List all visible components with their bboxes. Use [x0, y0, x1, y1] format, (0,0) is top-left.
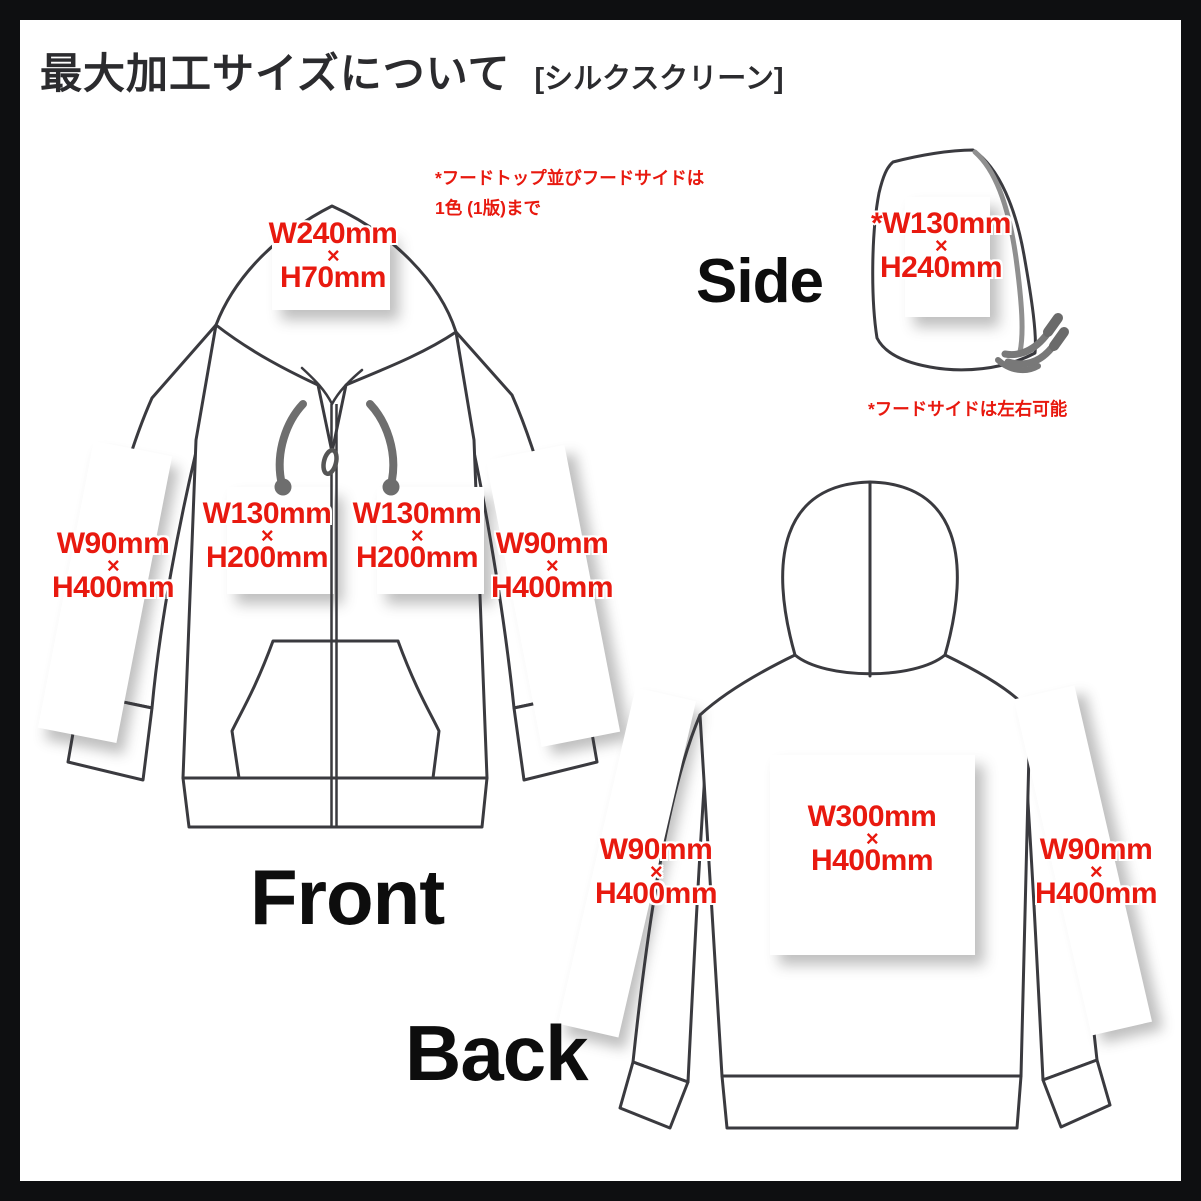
- side-hood-cord-aglets: [1043, 313, 1069, 351]
- side-hood-cord-channel: [972, 149, 1025, 355]
- size-label-back-left-sleeve: W90mm × H400mm: [594, 833, 718, 910]
- back-view-label: Back: [405, 1009, 588, 1097]
- front-collar-detail: [300, 366, 364, 406]
- size-width: W130mm: [352, 497, 482, 530]
- print-area-box-front-right-chest: [377, 487, 484, 594]
- hood-print-note-line1: *フードトップ並びフードサイドは: [435, 168, 705, 188]
- border-frame-top: [0, 0, 1201, 20]
- hood-print-note-line2: 1色 (1版)まで: [435, 198, 541, 218]
- size-height: H240mm: [879, 251, 1003, 284]
- header: 最大加工サイズについて [シルクスクリーン]: [40, 40, 783, 101]
- times-sign: ×: [649, 859, 663, 884]
- size-label-back-body: W300mm × H400mm: [807, 800, 937, 877]
- print-area-box-side-hood: [905, 197, 990, 317]
- border-frame-left: [0, 0, 20, 1201]
- hood-print-note: *フードトップ並びフードサイドは 1色 (1版)まで: [435, 163, 704, 223]
- size-label-hood-top: W240mm × H70mm: [268, 217, 398, 294]
- size-width: W90mm: [56, 527, 170, 560]
- size-label-front-left-chest: W130mm × H200mm: [202, 497, 332, 574]
- side-hood-note: *フードサイドは左右可能: [868, 399, 1068, 419]
- front-view-label: Front: [250, 853, 445, 941]
- back-hem-band: [720, 1074, 1023, 1130]
- print-area-box-front-left-chest: [227, 487, 334, 594]
- size-width: W240mm: [268, 217, 398, 250]
- border-frame-right: [1181, 0, 1201, 1201]
- size-height: H400mm: [1034, 877, 1158, 910]
- front-hem-band: [181, 776, 489, 829]
- times-sign: ×: [260, 523, 274, 548]
- times-sign: ×: [410, 523, 424, 548]
- side-hood-cord-loop: [995, 357, 1041, 374]
- size-width: W300mm: [807, 800, 937, 833]
- size-label-front-left-sleeve: W90mm × H400mm: [51, 527, 175, 604]
- page-subtitle: [シルクスクリーン]: [534, 63, 784, 95]
- times-sign: ×: [934, 233, 948, 258]
- size-height: H400mm: [594, 877, 718, 910]
- size-height: H200mm: [205, 541, 329, 574]
- print-area-box-hood-top: [272, 230, 390, 310]
- size-height: H400mm: [51, 571, 175, 604]
- back-left-cuff: [618, 1060, 690, 1130]
- border-frame-bottom: [0, 1181, 1201, 1201]
- size-label-front-right-chest: W130mm × H200mm: [352, 497, 482, 574]
- size-width: W90mm: [599, 833, 713, 866]
- size-width: W90mm: [495, 527, 609, 560]
- front-pocket: [230, 639, 441, 780]
- back-right-cuff: [1041, 1058, 1112, 1129]
- size-width: W130mm: [202, 497, 332, 530]
- size-label-back-right-sleeve: W90mm × H400mm: [1034, 833, 1158, 910]
- size-label-side-hood: *W130mm × H240mm: [871, 207, 1011, 284]
- size-width: W90mm: [1039, 833, 1153, 866]
- size-height: H200mm: [355, 541, 479, 574]
- size-width: *W130mm: [871, 207, 1011, 240]
- times-sign: ×: [106, 553, 120, 578]
- size-height: H400mm: [490, 571, 614, 604]
- times-sign: ×: [326, 243, 340, 268]
- times-sign: ×: [1089, 859, 1103, 884]
- size-height: H400mm: [810, 844, 934, 877]
- size-label-front-right-sleeve: W90mm × H400mm: [490, 527, 614, 604]
- print-area-box-back-body: [770, 755, 975, 955]
- side-view-label: Side: [696, 247, 824, 316]
- times-sign: ×: [545, 553, 559, 578]
- times-sign: ×: [865, 826, 879, 851]
- size-height: H70mm: [280, 261, 386, 294]
- page-title: 最大加工サイズについて: [40, 50, 511, 97]
